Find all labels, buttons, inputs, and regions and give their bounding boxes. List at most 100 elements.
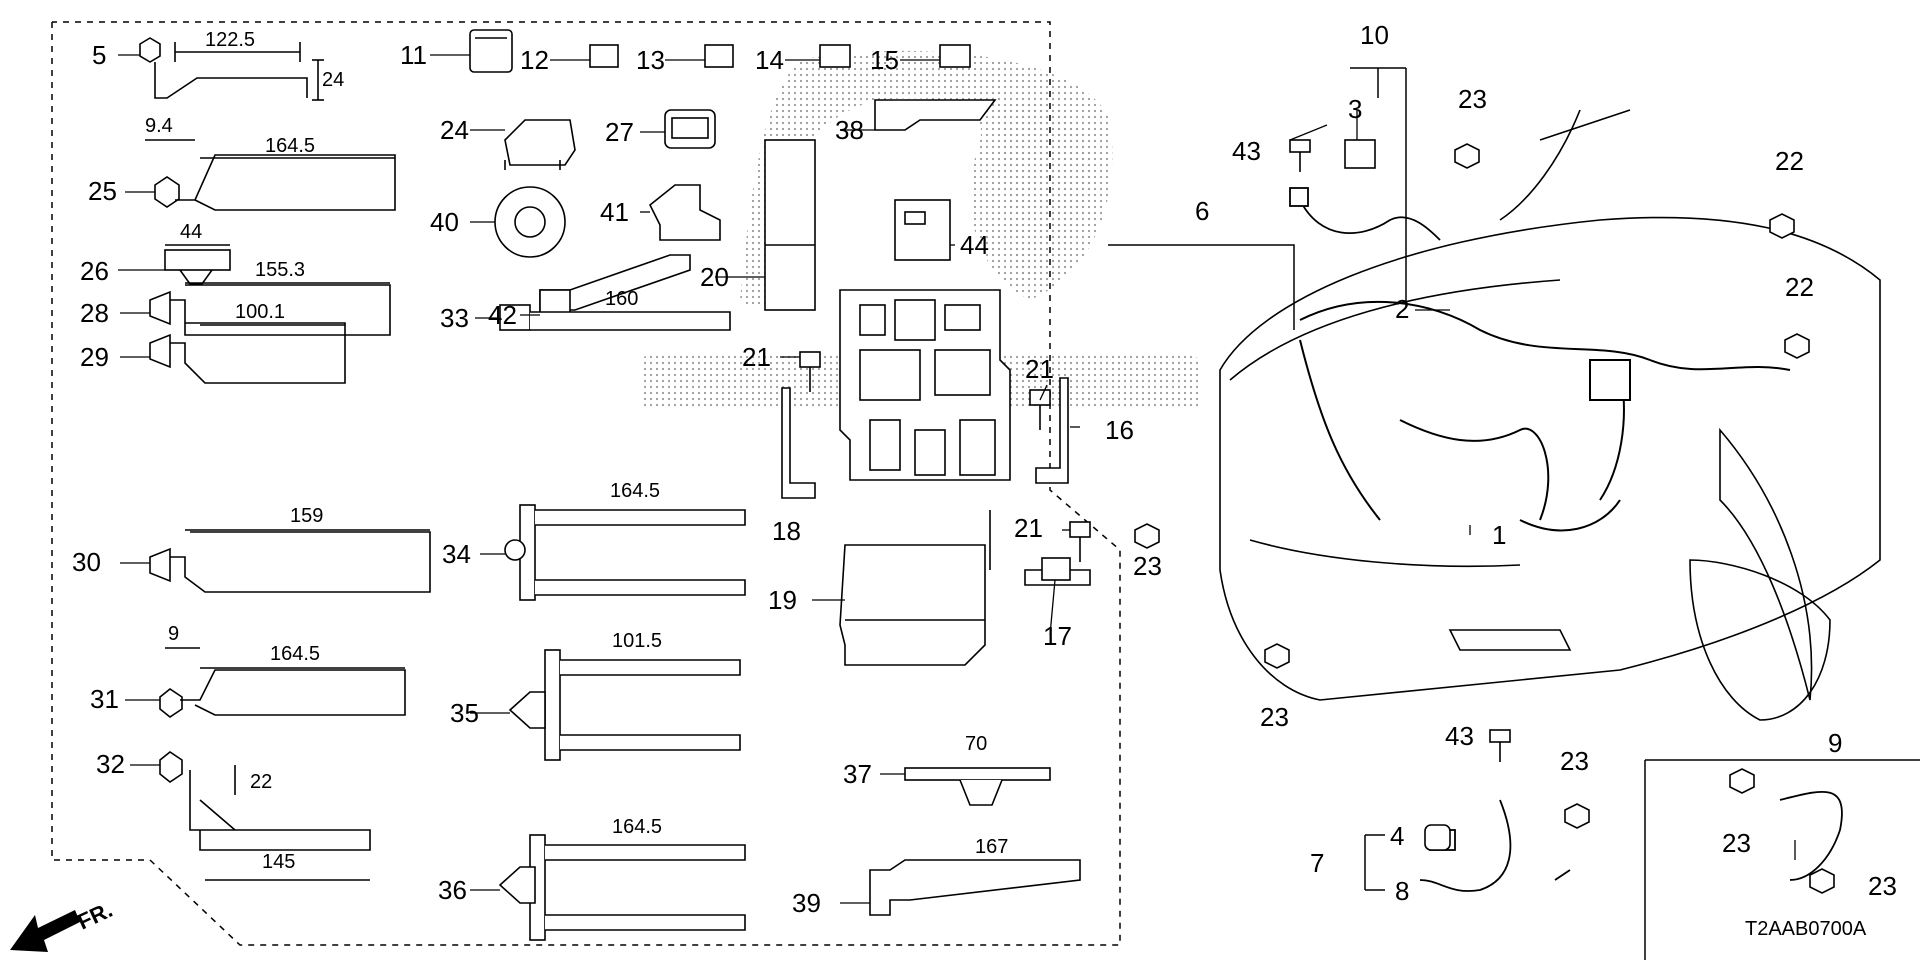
callout-22b: 22 xyxy=(1785,272,1814,302)
callout-12: 12 xyxy=(520,45,549,75)
bolt-21a xyxy=(799,351,821,392)
engine-harness xyxy=(1299,300,1791,532)
callout-42: 42 xyxy=(488,300,517,330)
callout-23f: 23 xyxy=(1868,871,1897,901)
dim-p30-len: 159 xyxy=(290,505,323,527)
callout-10: 10 xyxy=(1360,20,1389,50)
dim-p28-len: 155.3 xyxy=(255,259,305,281)
dim-p34-len: 164.5 xyxy=(610,480,660,502)
callout-21b: 21 xyxy=(1025,354,1054,384)
callout-23b: 23 xyxy=(1133,551,1162,581)
callout-34: 34 xyxy=(442,539,471,569)
dimension-labels: 122.5 24 9.4 164.5 44 155.3 100.1 159 9 … xyxy=(145,29,1008,873)
bolt-21c xyxy=(1069,521,1091,562)
part-20 xyxy=(764,139,816,311)
leader-lines xyxy=(118,54,1796,904)
diagram-code: T2AAB0700A xyxy=(1745,918,1867,940)
bolt-43a xyxy=(1289,139,1311,172)
callout-21c: 21 xyxy=(1014,513,1043,543)
callout-6: 6 xyxy=(1195,196,1209,226)
callout-33: 33 xyxy=(440,303,469,333)
callout-9: 9 xyxy=(1828,728,1842,758)
dim-p32-len: 145 xyxy=(262,851,295,873)
group-braces xyxy=(1108,67,1920,960)
callout-35: 35 xyxy=(450,698,479,728)
part-25 xyxy=(145,139,396,211)
bolt-43b xyxy=(1489,729,1511,762)
part-11 xyxy=(469,29,513,73)
dim-p37-len: 70 xyxy=(965,733,987,755)
callout-1: 1 xyxy=(1492,520,1506,550)
front-label: FR. xyxy=(74,897,117,935)
dim-p39-len: 167 xyxy=(975,836,1008,858)
callout-44: 44 xyxy=(960,230,989,260)
dim-p29-len: 100.1 xyxy=(235,301,285,323)
part-27 xyxy=(664,109,716,149)
callout-19: 19 xyxy=(768,585,797,615)
callout-37: 37 xyxy=(843,759,872,789)
part-30 xyxy=(149,529,431,593)
part-40 xyxy=(494,186,566,258)
part-33 xyxy=(499,304,731,331)
callout-17: 17 xyxy=(1043,621,1072,651)
callout-15: 15 xyxy=(870,45,899,75)
dim-p25-w: 9.4 xyxy=(145,115,173,137)
callout-41: 41 xyxy=(600,197,629,227)
part-35 xyxy=(508,649,741,761)
part-19 xyxy=(839,510,991,666)
part-24 xyxy=(504,119,576,170)
callout-23a: 23 xyxy=(1458,84,1487,114)
callout-39: 39 xyxy=(792,888,821,918)
part-5 xyxy=(139,37,324,101)
bolt-21b xyxy=(1029,389,1051,430)
callout-26: 26 xyxy=(80,256,109,286)
callout-25: 25 xyxy=(88,176,117,206)
vehicle-front-outline xyxy=(1219,109,1881,721)
part-fuse-box xyxy=(839,289,1011,481)
dim-p31-w: 9 xyxy=(168,623,179,645)
callout-21a: 21 xyxy=(742,342,771,372)
callout-36: 36 xyxy=(438,875,467,905)
part-37 xyxy=(904,767,1051,806)
part-26 xyxy=(164,244,231,285)
part-15 xyxy=(939,44,971,68)
part-29 xyxy=(149,322,346,384)
part-44 xyxy=(894,199,951,261)
callout-40: 40 xyxy=(430,207,459,237)
part-34 xyxy=(504,504,746,601)
callout-14: 14 xyxy=(755,45,784,75)
part-31 xyxy=(159,647,406,718)
callout-43b: 43 xyxy=(1445,721,1474,751)
callout-31: 31 xyxy=(90,684,119,714)
frame-outline xyxy=(51,21,1121,946)
dim-p26-len: 44 xyxy=(180,221,202,243)
cable-9 xyxy=(1779,790,1843,881)
callout-18: 18 xyxy=(772,516,801,546)
callout-13: 13 xyxy=(636,45,665,75)
callout-24: 24 xyxy=(440,115,469,145)
callout-43a: 43 xyxy=(1232,136,1261,166)
part-3 xyxy=(1344,139,1376,169)
callout-30: 30 xyxy=(72,547,101,577)
callout-28: 28 xyxy=(80,298,109,328)
part-41 xyxy=(648,184,721,241)
dim-p32-h: 22 xyxy=(250,771,272,793)
dim-p31-len: 164.5 xyxy=(270,643,320,665)
part-17 xyxy=(1024,557,1091,586)
callout-2: 2 xyxy=(1395,294,1409,324)
dim-p5-h: 24 xyxy=(322,69,344,91)
callout-23c: 23 xyxy=(1260,702,1289,732)
bolt-23-group xyxy=(1134,143,1835,894)
callout-7: 7 xyxy=(1310,848,1324,878)
part-18 xyxy=(781,387,816,499)
callout-8: 8 xyxy=(1395,876,1409,906)
part-12 xyxy=(589,44,619,68)
callout-22a: 22 xyxy=(1775,146,1804,176)
callout-27: 27 xyxy=(605,117,634,147)
dim-p33-len: 160 xyxy=(605,288,638,310)
callout-32: 32 xyxy=(96,749,125,779)
callout-20: 20 xyxy=(700,262,729,292)
callout-numbers: 5 25 26 28 29 30 31 32 11 12 13 14 15 24… xyxy=(72,20,1897,918)
part-39 xyxy=(869,859,1081,916)
